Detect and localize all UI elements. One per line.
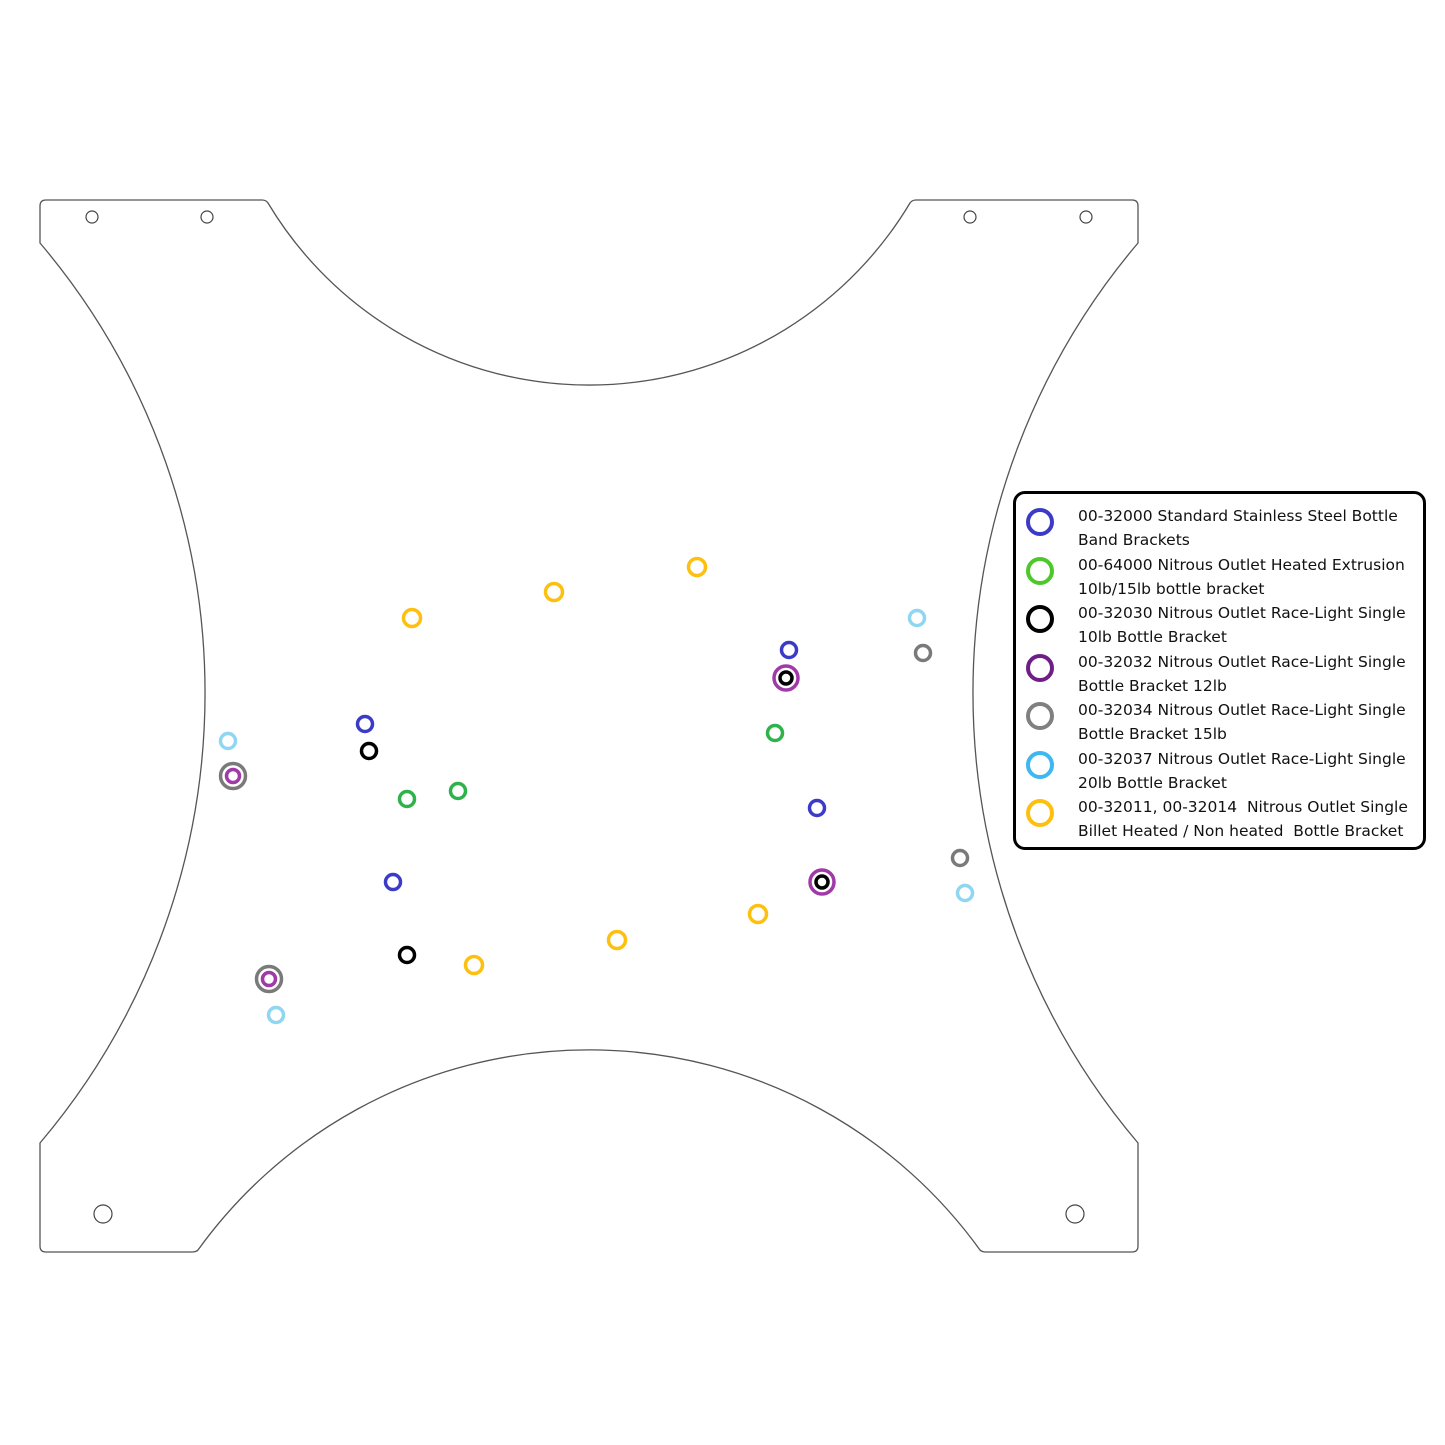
purple-bracket-marker [224, 767, 242, 785]
legend-label: 00-64000 Nitrous Outlet Heated Extrusion… [1078, 553, 1405, 601]
legend-circle-icon [1026, 653, 1054, 682]
purple-bracket-marker [772, 664, 800, 692]
blue-bracket-marker [355, 714, 375, 734]
legend-label: 00-32000 Standard Stainless Steel Bottle… [1078, 504, 1398, 552]
legend-label: 00-32037 Nitrous Outlet Race-Light Singl… [1078, 747, 1406, 795]
legend-label-line: 10lb/15lb bottle bracket [1078, 579, 1265, 598]
lightblue-bracket-marker [218, 731, 238, 751]
legend-label-line: 10lb Bottle Bracket [1078, 628, 1227, 646]
purple-bracket-marker [808, 868, 836, 896]
legend-circle-icon [1026, 605, 1054, 633]
yellow-bracket-marker [606, 929, 628, 951]
bolt-hole [93, 1204, 113, 1224]
gray-bracket-marker [950, 848, 970, 868]
green-bracket-marker [397, 789, 417, 809]
blue-bracket-marker [807, 798, 827, 818]
bolt-hole [963, 210, 977, 224]
bolt-hole [1079, 210, 1093, 224]
legend-entry: 00-32037 Nitrous Outlet Race-Light Singl… [1016, 739, 1423, 792]
legend-circle-icon [1026, 508, 1054, 536]
bolt-hole [200, 210, 214, 224]
legend-label: 00-32030 Nitrous Outlet Race-Light Singl… [1078, 601, 1406, 649]
bolt-hole [1065, 1204, 1085, 1224]
legend-label-line: Bottle Bracket 15lb [1078, 725, 1227, 743]
legend-circle-icon [1026, 799, 1054, 827]
legend-entry: 00-32034 Nitrous Outlet Race-Light Singl… [1016, 690, 1423, 743]
bracket-markers [218, 556, 975, 1025]
legend-label: 00-32032 Nitrous Outlet Race-Light Singl… [1078, 650, 1406, 698]
black-bracket-marker [778, 670, 794, 686]
blue-bracket-marker [779, 640, 799, 660]
legend-label-line: Billet Heated / Non heated Bottle Bracke… [1078, 822, 1404, 840]
yellow-bracket-marker [543, 581, 565, 603]
gray-bracket-marker [218, 761, 248, 791]
legend-label-line: 00-32034 Nitrous Outlet Race-Light Singl… [1078, 701, 1406, 719]
lightblue-bracket-marker [266, 1005, 286, 1025]
black-bracket-marker [359, 741, 379, 761]
purple-bracket-marker [260, 970, 278, 988]
legend-entry: 00-32011, 00-32014 Nitrous Outlet Single… [1016, 787, 1423, 840]
legend-label-line: 00-32030 Nitrous Outlet Race-Light Singl… [1078, 604, 1406, 622]
legend-label: 00-32011, 00-32014 Nitrous Outlet Single… [1078, 795, 1408, 843]
plate-outline [39, 199, 1139, 1253]
lightblue-bracket-marker [955, 883, 975, 903]
legend-label-line: 00-32032 Nitrous Outlet Race-Light Singl… [1078, 652, 1406, 671]
bolt-holes [85, 210, 1093, 1224]
black-bracket-marker [814, 874, 830, 890]
lightblue-bracket-marker [907, 608, 927, 628]
legend-entry: 00-64000 Nitrous Outlet Heated Extrusion… [1016, 545, 1423, 598]
blue-bracket-marker [383, 872, 403, 892]
legend: 00-32000 Standard Stainless Steel Bottle… [1013, 491, 1426, 850]
legend-entry: 00-32030 Nitrous Outlet Race-Light Singl… [1016, 593, 1423, 646]
black-bracket-marker [397, 945, 417, 965]
legend-circle-icon [1026, 556, 1054, 585]
yellow-bracket-marker [401, 607, 423, 629]
legend-label-line: 00-32037 Nitrous Outlet Race-Light Singl… [1078, 749, 1406, 768]
yellow-bracket-marker [686, 556, 708, 578]
yellow-bracket-marker [747, 903, 769, 925]
legend-label: 00-32034 Nitrous Outlet Race-Light Singl… [1078, 698, 1406, 746]
legend-label-line: Bottle Bracket 12lb [1078, 676, 1227, 695]
gray-bracket-marker [913, 643, 933, 663]
legend-entry: 00-32000 Standard Stainless Steel Bottle… [1016, 496, 1423, 549]
legend-circle-icon [1026, 702, 1054, 730]
gray-bracket-marker [254, 964, 284, 994]
legend-label-line: 00-32011, 00-32014 Nitrous Outlet Single [1078, 798, 1408, 816]
bolt-hole [85, 210, 99, 224]
legend-label-line: Band Brackets [1078, 531, 1190, 549]
green-bracket-marker [448, 781, 468, 801]
green-bracket-marker [765, 723, 785, 743]
legend-entry: 00-32032 Nitrous Outlet Race-Light Singl… [1016, 642, 1423, 695]
legend-circle-icon [1026, 750, 1054, 779]
yellow-bracket-marker [463, 954, 485, 976]
legend-label-line: 20lb Bottle Bracket [1078, 773, 1227, 792]
legend-label-line: 00-64000 Nitrous Outlet Heated Extrusion [1078, 555, 1405, 574]
legend-label-line: 00-32000 Standard Stainless Steel Bottle [1078, 507, 1398, 525]
